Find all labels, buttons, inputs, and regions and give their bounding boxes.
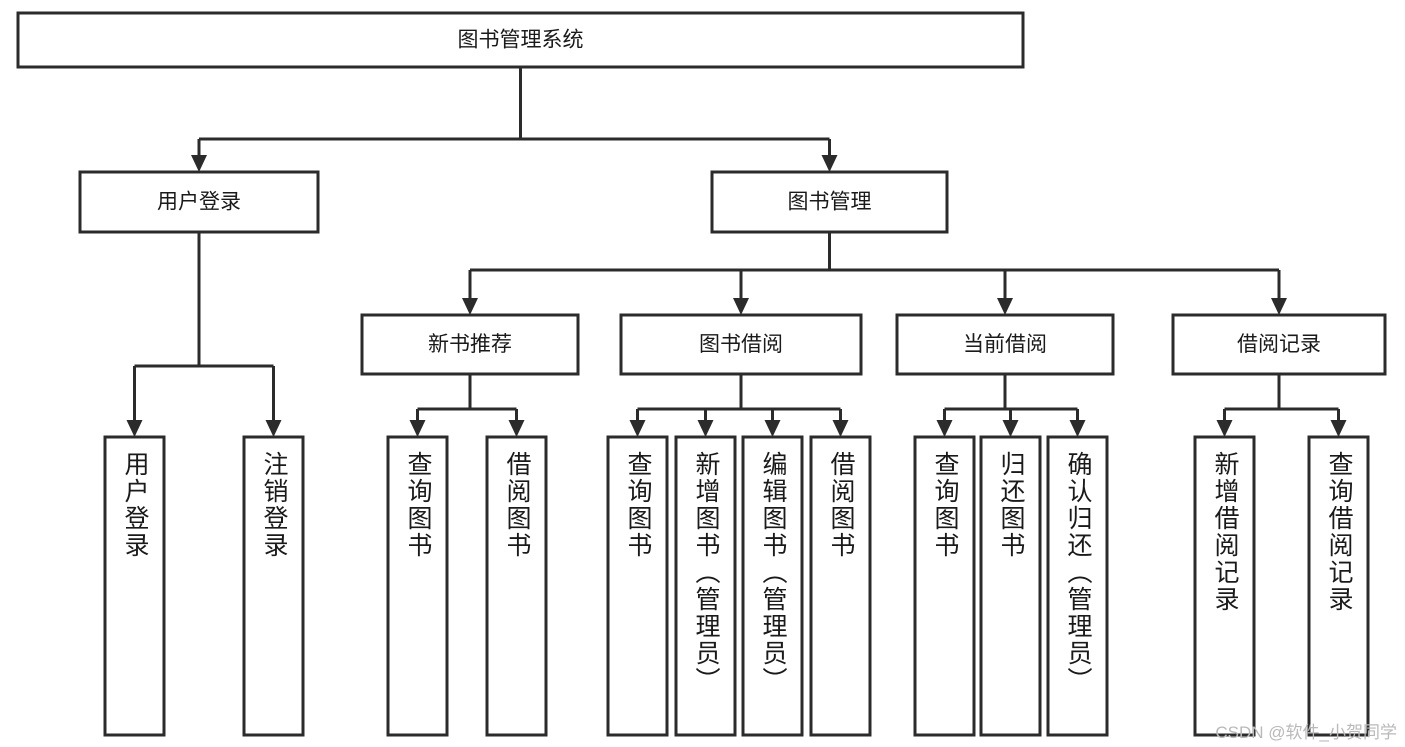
- node-leaf-0[interactable]: [103, 435, 166, 737]
- node-leaf-1[interactable]: [242, 435, 305, 737]
- node-leaf-8[interactable]: [913, 435, 976, 737]
- node-level3-3[interactable]: [1171, 313, 1387, 376]
- node-root[interactable]: [16, 11, 1025, 69]
- node-level3-2[interactable]: [895, 313, 1115, 376]
- node-leaf-4[interactable]: [606, 435, 669, 737]
- node-level3-label-0: 新书推荐: [428, 333, 512, 356]
- arrow-head-icon: [265, 420, 282, 437]
- arrow-head-icon: [191, 155, 207, 172]
- node-leaf-5[interactable]: [674, 435, 737, 737]
- arrow-head-icon: [733, 298, 749, 315]
- arrow-head-icon: [126, 420, 143, 437]
- arrow-head-icon: [764, 420, 781, 437]
- node-level3-label-2: 当前借阅: [963, 333, 1047, 356]
- arrow-head-icon: [832, 420, 849, 437]
- node-leaf-12[interactable]: [1307, 435, 1370, 737]
- arrow-head-icon: [936, 420, 953, 437]
- node-level2-label-0: 用户登录: [157, 191, 241, 214]
- node-level3-label-3: 借阅记录: [1237, 333, 1321, 356]
- arrow-head-icon: [1271, 298, 1287, 315]
- connector-layer: [126, 67, 1347, 437]
- arrow-head-icon: [1216, 420, 1233, 437]
- node-leaf-10[interactable]: [1046, 435, 1109, 737]
- arrow-head-icon: [821, 155, 838, 172]
- arrow-head-icon: [508, 420, 525, 437]
- node-level2-0[interactable]: [78, 170, 320, 234]
- node-level3-0[interactable]: [360, 313, 580, 376]
- arrow-head-icon: [997, 298, 1013, 315]
- node-leaf-9[interactable]: [979, 435, 1042, 737]
- arrow-head-icon: [1002, 420, 1019, 437]
- arrow-head-icon: [409, 420, 426, 437]
- arrow-head-icon: [697, 420, 714, 437]
- arrow-head-icon: [1069, 420, 1086, 437]
- node-level3-1[interactable]: [619, 313, 863, 376]
- node-leaf-6[interactable]: [741, 435, 804, 737]
- node-level2-1[interactable]: [710, 170, 949, 234]
- node-level2-label-1: 图书管理: [788, 191, 872, 214]
- node-leaf-2[interactable]: [386, 435, 449, 737]
- node-box-layer: [16, 11, 1387, 737]
- node-leaf-11[interactable]: [1193, 435, 1256, 737]
- arrow-head-icon: [629, 420, 646, 437]
- node-leaf-7[interactable]: [809, 435, 872, 737]
- arrow-head-icon: [1330, 420, 1347, 437]
- node-root-label: 图书管理系统: [458, 29, 584, 52]
- node-level3-label-1: 图书借阅: [699, 333, 783, 356]
- arrow-head-icon: [462, 298, 478, 315]
- node-leaf-3[interactable]: [485, 435, 548, 737]
